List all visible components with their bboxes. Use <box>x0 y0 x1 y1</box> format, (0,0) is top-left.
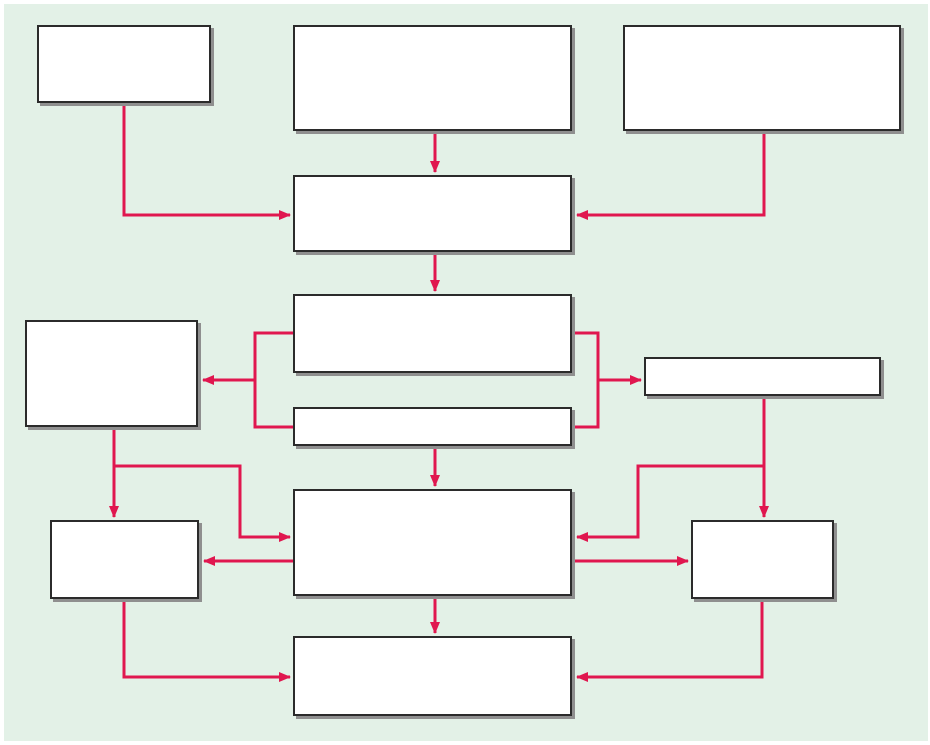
box-merge <box>293 175 572 252</box>
conn-midright-to-hub <box>576 464 764 542</box>
box-mid-right <box>644 357 881 396</box>
box-mid-left <box>25 320 198 427</box>
box-top-center <box>293 25 572 131</box>
conn-midleft-to-hub <box>114 464 291 542</box>
box-bottom-right <box>691 520 834 599</box>
conn-topright-to-merge <box>576 133 766 220</box>
conn-topleft-to-merge <box>122 105 291 220</box>
conn-bracket-left <box>253 331 293 429</box>
conn-bottomleft-to-final <box>122 601 291 682</box>
box-hub <box>293 489 572 596</box>
box-split-lower <box>293 407 572 446</box>
conn-bracket-right <box>572 331 600 429</box>
box-bottom-left <box>50 520 199 599</box>
box-top-left <box>37 25 211 103</box>
box-split-upper <box>293 294 572 373</box>
box-top-right <box>623 25 901 131</box>
conn-bottomright-to-final <box>576 601 764 682</box>
box-final <box>293 636 572 716</box>
